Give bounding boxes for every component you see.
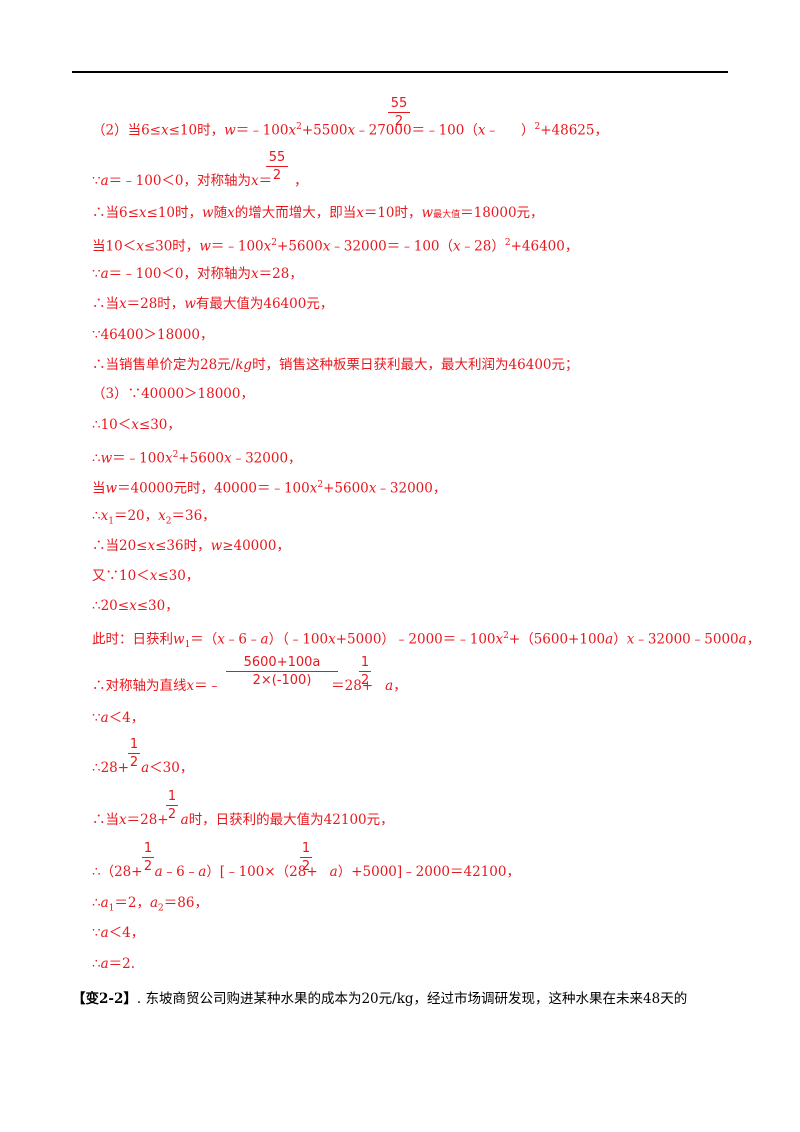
problem-tag: 【变2-2】 bbox=[72, 991, 137, 1007]
solution-line-10: ∴10＜x≤30， bbox=[92, 417, 181, 433]
problem-text: . 东坡商贸公司购进某种水果的成本为20元/kg，经过市场调研发现，这种水果在未… bbox=[136, 991, 688, 1007]
solution-line-4: 当10＜x≤30时，w＝﹣100x2+5600x﹣32000＝﹣100（x﹣28… bbox=[92, 238, 579, 255]
solution-line-21: ∴当x＝28+a时，日获利的最大值为42100元， bbox=[92, 812, 394, 828]
solution-line-19: ∵a＜4， bbox=[92, 710, 145, 726]
header-rule bbox=[72, 71, 728, 73]
solution-line-15: 又∵10＜x≤30， bbox=[92, 568, 200, 584]
solution-line-13: ∴x1＝20，x2＝36， bbox=[92, 508, 216, 527]
solution-line-11: ∴w＝﹣100x2+5600x﹣32000， bbox=[92, 450, 302, 467]
solution-line-25: ∴a＝2. bbox=[92, 956, 136, 972]
next-problem-intro: 【变2-2】. 东坡商贸公司购进某种水果的成本为20元/kg，经过市场调研发现，… bbox=[72, 987, 687, 1007]
solution-line-23: ∴a1＝2，a2＝86， bbox=[92, 895, 208, 914]
solution-line-8: ∴当销售单价定为28元/kg时，销售这种板栗日获利最大，最大利润为46400元； bbox=[92, 357, 579, 373]
solution-line-6: ∴当x＝28时，w有最大值为46400元， bbox=[92, 296, 334, 312]
solution-line-5: ∵a＝﹣100＜0，对称轴为x＝28， bbox=[92, 266, 303, 282]
solution-line-16: ∴20≤x≤30， bbox=[92, 598, 179, 614]
solution-line-9: （3）∵40000＞18000， bbox=[92, 386, 254, 402]
solution-line-3: ∴当6≤x≤10时，w随x的增大而增大，即当x＝10时，w最大值＝18000元， bbox=[92, 205, 544, 221]
solution-line-2: ∵a＝﹣100＜0，对称轴为x＝， bbox=[92, 173, 308, 189]
solution-line-14: ∴当20≤x≤36时，w≥40000， bbox=[92, 538, 290, 554]
solution-line-18: ∴对称轴为直线x＝﹣＝28+a， bbox=[92, 678, 407, 694]
solution-line-24: ∵a＜4， bbox=[92, 925, 145, 941]
solution-line-12: 当w＝40000元时，40000＝﹣100x2+5600x﹣32000， bbox=[92, 480, 447, 497]
solution-line-20: ∴28+a＜30， bbox=[92, 760, 194, 776]
solution-line-22: ∴（28+a﹣6﹣a）[﹣100×（28+a）+5000]﹣2000＝42100… bbox=[92, 864, 520, 880]
solution-line-7: ∵46400＞18000， bbox=[92, 327, 214, 343]
solution-line-1: （2）当6≤x≤10时，w＝﹣100x2+5500x﹣27000＝﹣100（x﹣… bbox=[92, 122, 608, 139]
solution-line-17: 此时：日获利w1＝（x﹣6﹣a）（﹣100x+5000）﹣2000＝﹣100x2… bbox=[92, 631, 761, 651]
